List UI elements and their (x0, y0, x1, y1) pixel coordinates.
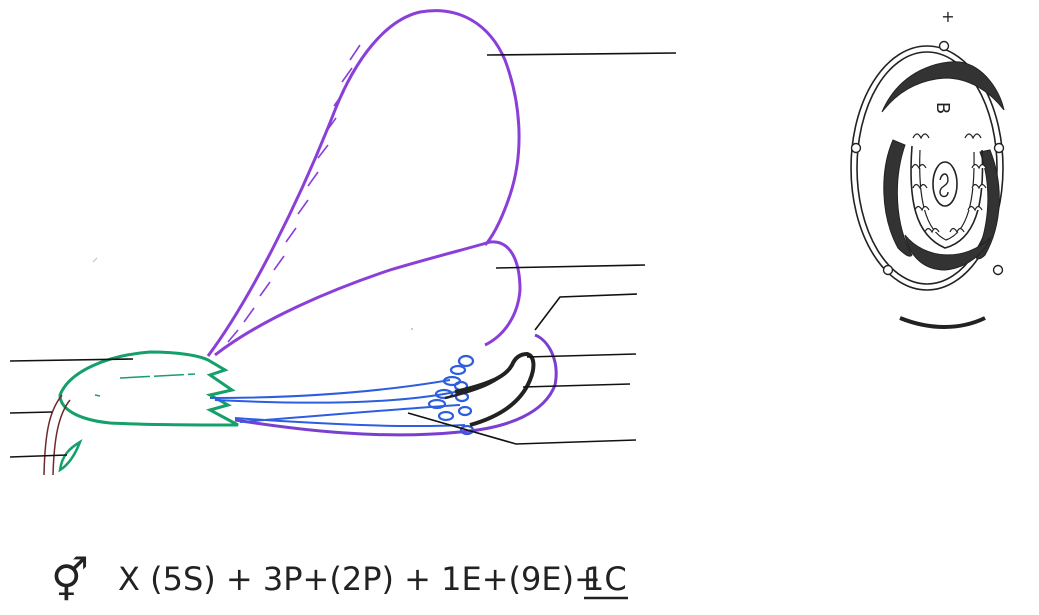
diagram-calyx-outer (850, 45, 1004, 291)
leader-line-bract (9, 454, 68, 458)
leader-line-pedicel (9, 411, 53, 414)
anther (457, 354, 475, 368)
style (444, 369, 509, 400)
diagram-stamens (911, 133, 987, 234)
anthers (427, 354, 475, 436)
leader-line-stamens (407, 412, 637, 445)
keel-petal (234, 333, 558, 437)
leader-line-stigma (526, 353, 637, 358)
formula-symbol: ⚥ (51, 556, 89, 605)
diagram-calyx-inner (856, 51, 998, 285)
axis-plus-symbol: + (941, 7, 954, 26)
formula-text: X (5S) + 3P+(2P) + 1E+(9E)+ (118, 560, 611, 598)
floral-diagram: + B (850, 7, 1005, 329)
leader-line-calyx (9, 358, 134, 362)
wing-petal (214, 240, 522, 357)
diagram-stamen-tube-inner (919, 149, 975, 241)
anther (434, 388, 454, 400)
diagram-ovary (932, 161, 958, 207)
diagram-wing-left (883, 139, 913, 257)
diagram-ovule (939, 173, 949, 198)
calyx-mark (94, 394, 101, 397)
leader-line-standard (486, 52, 677, 56)
anther (449, 364, 467, 376)
leader-line-ovary (522, 383, 631, 388)
calyx-inner-line (119, 373, 196, 379)
diagram-stamen-tube (910, 145, 984, 249)
diagram-keel-arc (904, 234, 991, 271)
diagram-standard-arc (881, 61, 1005, 113)
stray-mark (92, 257, 98, 263)
anther (427, 398, 447, 410)
anther (459, 424, 475, 436)
diagram-standard-letter: B (932, 102, 953, 114)
diagram-bract-arc (899, 316, 986, 329)
diagram-wing-right (975, 149, 1000, 260)
floral-formula: ⚥ X (5S) + 3P+(2P) + 1E+(9E)+ 1C (51, 556, 628, 605)
stamen-filaments (209, 379, 466, 428)
stray-dot (411, 328, 413, 330)
calyx (58, 350, 239, 427)
formula-ovary: 1C (584, 560, 627, 598)
anther (437, 410, 455, 422)
diagram-sepal-bumps (850, 40, 1005, 276)
standard-petal (206, 9, 521, 357)
standard-petal-hatching (227, 44, 361, 343)
leader-line-wing (495, 264, 646, 269)
leader-lines (9, 52, 677, 458)
bract (58, 439, 83, 473)
anther (457, 405, 473, 417)
pedicel (43, 394, 71, 476)
leader-line-keel (534, 293, 638, 331)
